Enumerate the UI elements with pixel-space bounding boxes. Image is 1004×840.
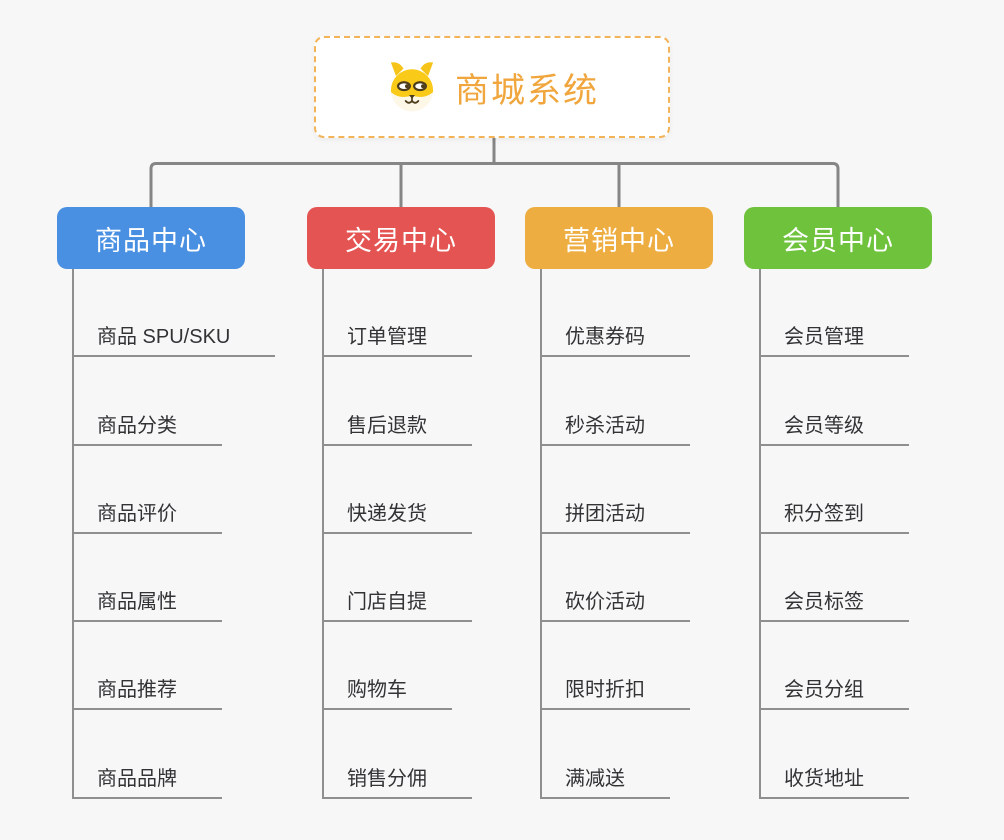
branch-label: 商品中心 [95,225,207,256]
child-node: 购物车 [324,622,472,711]
leaf-node[interactable]: 商品评价 [74,497,222,534]
branch-children-trade-center: 订单管理 售后退款 快递发货 门店自提 购物车 销售分佣 [322,269,472,799]
child-node: 售后退款 [324,357,472,446]
branch-label: 交易中心 [345,225,457,256]
leaf-node[interactable]: 积分签到 [761,497,909,534]
child-node: 商品属性 [74,534,275,623]
leaf-node[interactable]: 商品分类 [74,409,222,446]
leaf-node[interactable]: 订单管理 [324,320,472,358]
branch-children-product-center: 商品 SPU/SKU 商品分类 商品评价 商品属性 商品推荐 商品品牌 [72,269,276,799]
leaf-node[interactable]: 商品推荐 [74,673,222,711]
child-node: 订单管理 [324,269,472,358]
leaf-node[interactable]: 销售分佣 [324,762,472,799]
child-node: 会员分组 [761,622,909,711]
leaf-node[interactable]: 会员分组 [761,673,909,711]
child-node: 商品分类 [74,357,275,446]
child-node: 商品推荐 [74,622,275,711]
leaf-node[interactable]: 满减送 [542,762,670,799]
child-node: 秒杀活动 [542,357,690,446]
branch-label: 会员中心 [782,225,894,256]
child-node: 快递发货 [324,446,472,534]
leaf-node[interactable]: 收货地址 [761,762,909,799]
child-node: 会员管理 [761,269,909,358]
leaf-node[interactable]: 商品品牌 [74,762,222,799]
child-node: 商品 SPU/SKU [74,269,276,358]
leaf-node[interactable]: 会员管理 [761,320,909,358]
branch-node-member-center[interactable]: 会员中心 [744,207,932,269]
child-node: 收货地址 [761,710,909,799]
child-node: 限时折扣 [542,622,690,711]
child-node: 拼团活动 [542,446,690,534]
child-node: 优惠券码 [542,269,690,358]
branch-node-product-center[interactable]: 商品中心 [57,207,245,269]
child-node: 门店自提 [324,534,472,623]
leaf-node[interactable]: 会员等级 [761,409,909,446]
leaf-node[interactable]: 优惠券码 [542,320,690,358]
branch-node-marketing-center[interactable]: 营销中心 [525,207,713,269]
child-node: 会员等级 [761,357,909,446]
leaf-node[interactable]: 会员标签 [761,585,909,623]
root-node-title: 商城系统 [455,71,599,110]
leaf-node[interactable]: 拼团活动 [542,497,690,534]
child-node: 销售分佣 [324,710,472,799]
branch-children-member-center: 会员管理 会员等级 积分签到 会员标签 会员分组 收货地址 [759,269,909,799]
shiba-dog-face-icon [390,62,434,112]
branch-children-marketing-center: 优惠券码 秒杀活动 拼团活动 砍价活动 限时折扣 满减送 [540,269,690,799]
branch-label: 营销中心 [563,225,675,256]
leaf-node[interactable]: 秒杀活动 [542,409,690,446]
root-node-mall-system[interactable]: 商城系统 [314,36,670,138]
child-node: 商品评价 [74,446,275,534]
child-node: 积分签到 [761,446,909,534]
leaf-node[interactable]: 砍价活动 [542,585,690,623]
child-node: 砍价活动 [542,534,690,623]
leaf-node[interactable]: 限时折扣 [542,673,690,711]
leaf-node[interactable]: 商品属性 [74,585,222,623]
leaf-node[interactable]: 门店自提 [324,585,472,623]
child-node: 会员标签 [761,534,909,623]
branch-node-trade-center[interactable]: 交易中心 [307,207,495,269]
leaf-node[interactable]: 商品 SPU/SKU [74,320,276,358]
leaf-node[interactable]: 售后退款 [324,409,472,446]
leaf-node[interactable]: 购物车 [324,673,452,711]
child-node: 满减送 [542,710,690,799]
leaf-node[interactable]: 快递发货 [324,497,472,534]
child-node: 商品品牌 [74,710,275,799]
